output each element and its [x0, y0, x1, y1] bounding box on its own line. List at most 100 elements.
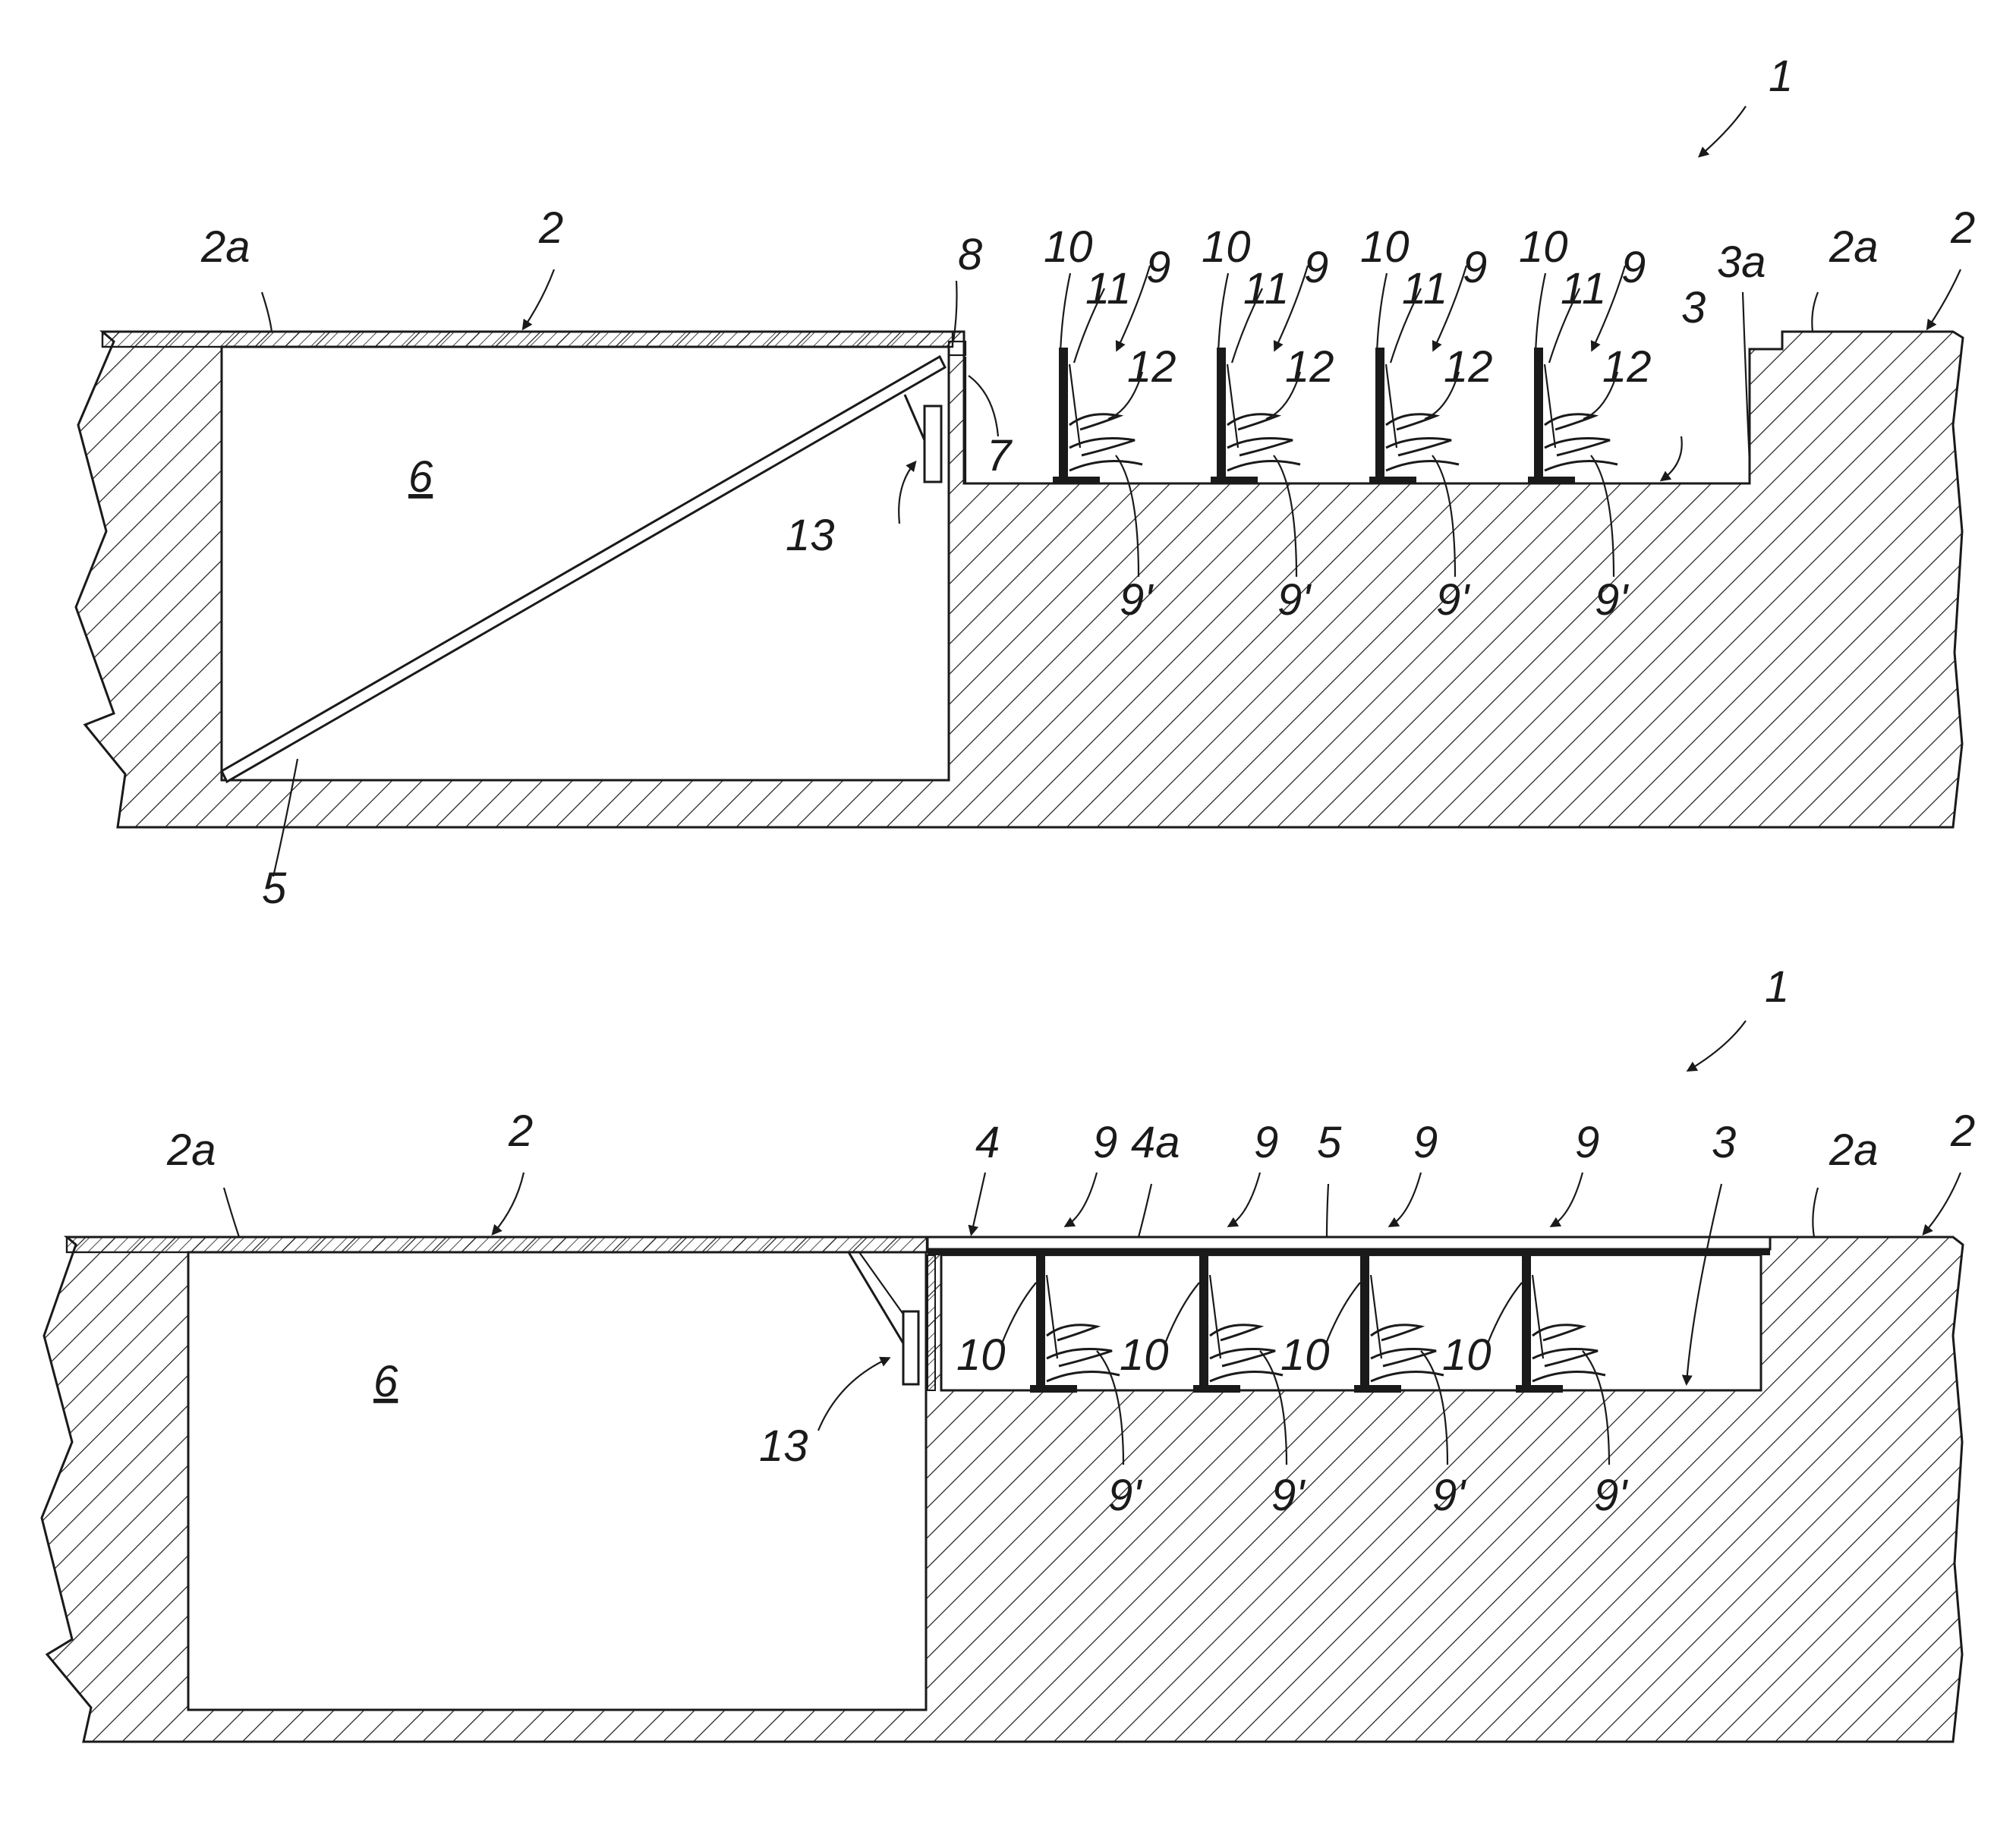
- label-seat-support: 11: [1402, 264, 1447, 313]
- label-recess: 3: [1712, 1118, 1736, 1167]
- recess-3-outline-bottom: [941, 1255, 1761, 1390]
- label-floor-surface-right: 2a: [1829, 1125, 1879, 1175]
- label-seat-back: 10: [1442, 1330, 1492, 1380]
- label-seat-cushion: 12: [1602, 342, 1652, 392]
- seat-back-post: [1360, 1256, 1369, 1390]
- seat-support: [1386, 364, 1397, 448]
- label-seat-base: 9': [1120, 575, 1154, 625]
- label-seat-back: 10: [1120, 1330, 1169, 1380]
- label-recess: 3: [1681, 283, 1706, 332]
- seat-shell: [1371, 1325, 1444, 1381]
- seat-back-post: [1522, 1256, 1531, 1390]
- seat-shell: [1227, 414, 1300, 471]
- seat-base-plate: [1053, 477, 1100, 484]
- seat-shell: [1532, 1325, 1605, 1381]
- label-seat-unit: 9: [1575, 1118, 1599, 1167]
- label-edge-7: 7: [987, 431, 1013, 480]
- seat-base-plate: [1369, 477, 1416, 484]
- label-assembly: 1: [1765, 962, 1789, 1012]
- label-floor-surface-left: 2a: [200, 222, 250, 272]
- label-assembly: 1: [1769, 52, 1793, 101]
- floor-body-top: [76, 332, 1963, 827]
- label-seat-unit: 9: [1304, 243, 1328, 292]
- label-floor-surface-right: 2a: [1829, 222, 1879, 272]
- label-seat-unit: 9: [1413, 1118, 1438, 1167]
- seat-support: [1371, 1275, 1381, 1358]
- label-seat-base: 9': [1432, 1471, 1466, 1520]
- seat-shell: [1047, 1325, 1120, 1381]
- label-storage-space: 6: [408, 452, 433, 502]
- seat-unit-bottom-2: [1193, 1256, 1283, 1393]
- seat-shell: [1545, 414, 1618, 471]
- cover-4-bottom: [928, 1237, 1770, 1249]
- seat-unit-bottom-1: [1030, 1256, 1120, 1393]
- label-seat-cushion: 12: [1285, 342, 1334, 392]
- actuator-13-top: [925, 406, 941, 482]
- figure-top: [76, 106, 1963, 877]
- seat-base-plate: [1516, 1385, 1563, 1393]
- label-seat-unit: 9: [1093, 1118, 1117, 1167]
- label-seat-base: 9': [1436, 575, 1470, 625]
- label-seat-unit: 9: [1254, 1118, 1278, 1167]
- label-actuator: 13: [759, 1421, 808, 1471]
- label-seat-support: 11: [1085, 264, 1131, 313]
- actuator-arm-bottom: [849, 1252, 903, 1343]
- label-seat-unit: 9: [1146, 243, 1170, 292]
- label-floor-right: 2: [1950, 203, 1975, 253]
- seat-shell: [1069, 414, 1142, 471]
- label-seat-base: 9': [1595, 575, 1629, 625]
- seat-back-post: [1199, 1256, 1208, 1390]
- seat-support: [1069, 364, 1080, 448]
- seat-base-plate: [1528, 477, 1575, 484]
- figure-bottom: [42, 1021, 1963, 1742]
- label-panel: 5: [1317, 1118, 1342, 1167]
- label-floor-left: 2: [508, 1107, 533, 1156]
- actuator-arm-top: [905, 395, 925, 440]
- label-seat-unit: 9: [1463, 243, 1487, 292]
- seat-support: [1047, 1275, 1057, 1358]
- label-panel: 5: [262, 864, 287, 913]
- label-floor-surface-left: 2a: [166, 1125, 216, 1175]
- label-actuator: 13: [786, 511, 835, 560]
- leader-lines-bottom: [224, 1021, 1961, 1431]
- label-storage-space: 6: [373, 1357, 398, 1406]
- storage-space-outline-bottom: [188, 1252, 926, 1710]
- label-seat-back: 10: [956, 1330, 1006, 1380]
- panel-5-bottom: [928, 1249, 1770, 1255]
- label-floor-right: 2: [1950, 1107, 1975, 1156]
- seat-support: [1545, 364, 1555, 448]
- label-seat-cushion: 12: [1127, 342, 1177, 392]
- seat-base-plate: [1354, 1385, 1401, 1393]
- label-seat-base: 9': [1108, 1471, 1142, 1520]
- label-floor-left: 2: [538, 203, 563, 253]
- floor-body-bottom: [42, 1237, 1963, 1742]
- seat-shell: [1386, 414, 1459, 471]
- seat-base-plate: [1193, 1385, 1240, 1393]
- seat-support: [1227, 364, 1238, 448]
- label-hinge: 8: [958, 230, 982, 279]
- seat-base-plate: [1030, 1385, 1077, 1393]
- actuator-13-bottom: [903, 1311, 918, 1384]
- panel-5-top: [222, 357, 945, 782]
- label-seat-support: 11: [1561, 264, 1606, 313]
- label-seat-cushion: 12: [1444, 342, 1493, 392]
- label-recess-wall: 3a: [1717, 238, 1766, 287]
- seat-unit-bottom-4: [1516, 1256, 1605, 1393]
- label-seat-base: 9': [1277, 575, 1312, 625]
- seat-shell: [1210, 1325, 1283, 1381]
- edge-wall-bottom: [928, 1255, 935, 1390]
- floor-surface-strip-bottom: [67, 1237, 927, 1252]
- seat-support: [1210, 1275, 1221, 1358]
- label-seat-back: 10: [1280, 1330, 1330, 1380]
- label-seat-base: 9': [1594, 1471, 1628, 1520]
- label-seat-unit: 9: [1621, 243, 1646, 292]
- label-seat-base: 9': [1271, 1471, 1306, 1520]
- seat-support: [1532, 1275, 1543, 1358]
- seat-base-plate: [1211, 477, 1258, 484]
- seat-back-post: [1036, 1256, 1045, 1390]
- label-cover-surface: 4a: [1131, 1118, 1180, 1167]
- label-seat-support: 11: [1243, 264, 1289, 313]
- seat-unit-bottom-3: [1354, 1256, 1444, 1393]
- floor-surface-strip-top: [102, 332, 953, 347]
